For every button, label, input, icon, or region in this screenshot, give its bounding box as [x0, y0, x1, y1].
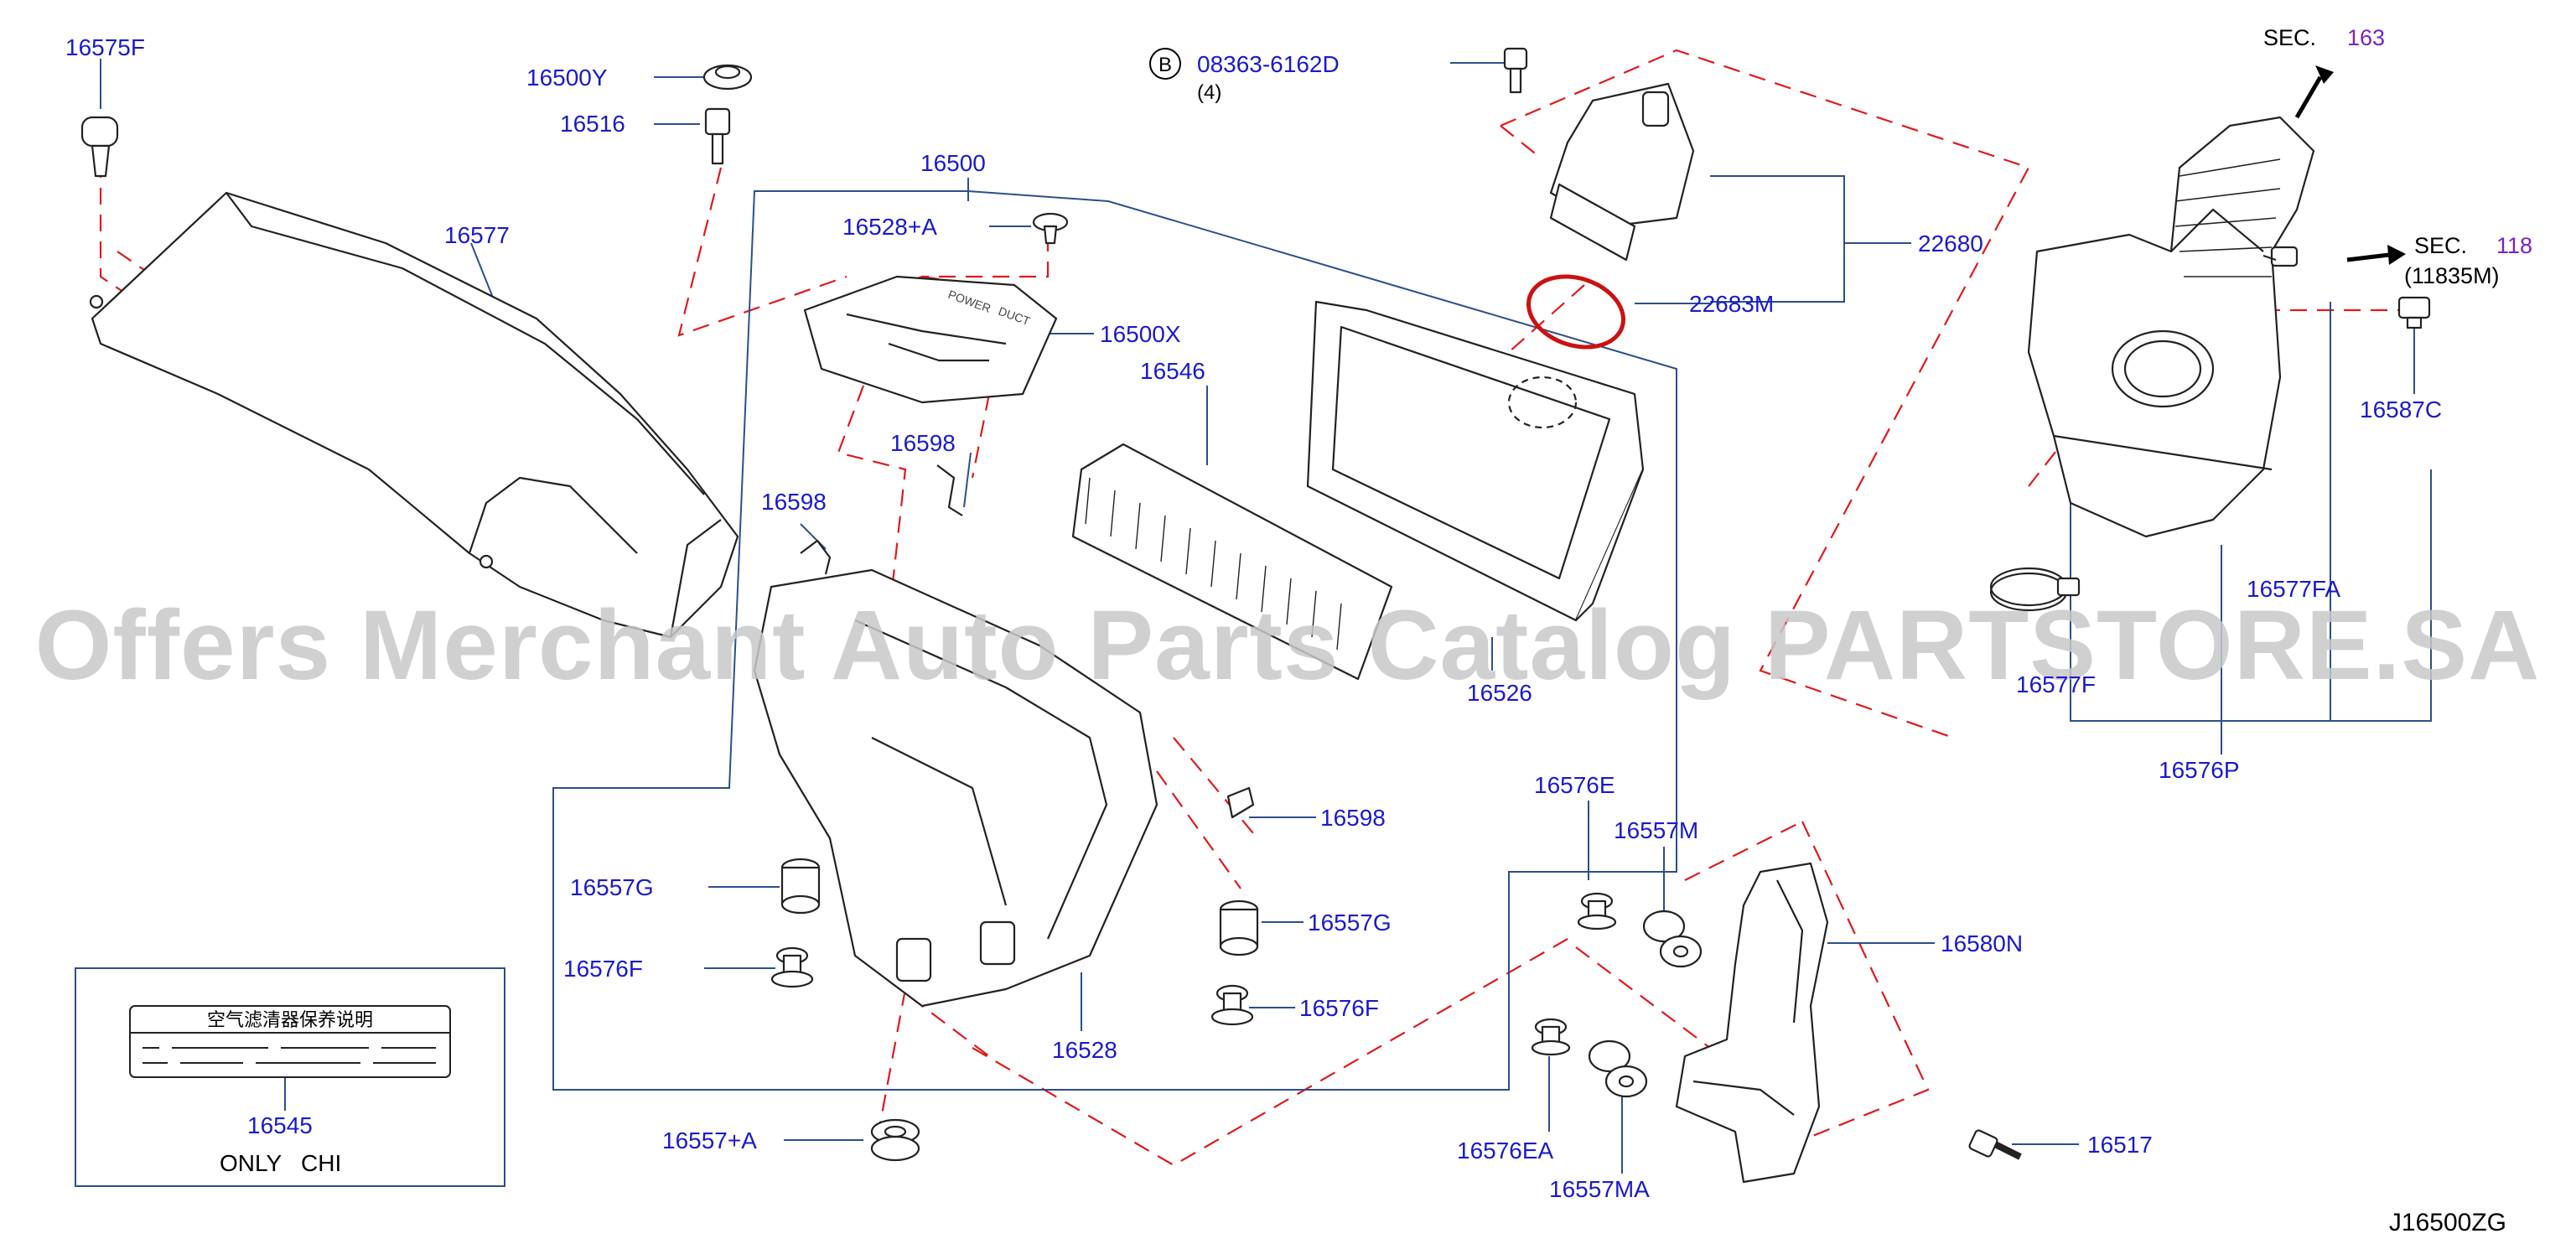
label-16557A: 16557+A	[662, 1127, 757, 1153]
svg-text:118: 118	[2496, 233, 2532, 258]
watermark: Offers Merchant Auto Parts Catalog PARTS…	[35, 590, 2541, 701]
label-16546: 16546	[1140, 358, 1205, 384]
clamp-16577FA	[2262, 246, 2299, 267]
label-16545: 16545	[247, 1112, 313, 1138]
label-16577: 16577	[444, 222, 510, 248]
bolt-16517	[1968, 1129, 2022, 1160]
bolt-08363	[1503, 47, 1528, 94]
label-16575F: 16575F	[65, 34, 145, 60]
oring-22683M	[1526, 274, 1626, 350]
label-22680: 22680	[1918, 231, 1983, 257]
circle-b-letter: B	[1158, 54, 1172, 76]
snorkel-duct-16577	[89, 191, 739, 639]
label-16500: 16500	[920, 150, 986, 176]
grommet-16500Y	[702, 64, 753, 91]
svg-text:SEC.: SEC.	[2263, 25, 2316, 50]
label-16557M: 16557M	[1614, 817, 1698, 843]
connector-16587C	[2397, 296, 2431, 329]
sec-ref-163[interactable]: SEC. 163	[2263, 25, 2385, 50]
label-16587C: 16587C	[2360, 397, 2442, 422]
lower-housing-16528	[753, 568, 1158, 1008]
collar-16576F-right	[1210, 984, 1254, 1026]
label-16528A: 16528+A	[842, 214, 937, 240]
filter-16546	[1071, 443, 1393, 681]
frame-16500	[552, 190, 1677, 1091]
grommet-16557M	[1642, 910, 1703, 968]
label-16577FA: 16577FA	[2247, 576, 2340, 602]
label-16598-c: 16598	[1320, 805, 1386, 831]
bolt-note: B 08363-6162D (4)	[1149, 48, 1340, 104]
label-16576P: 16576P	[2159, 757, 2240, 783]
label-16580N: 16580N	[1941, 930, 2023, 956]
grommet-16557A	[870, 1118, 920, 1162]
inlet-tube-16576P	[2027, 116, 2315, 538]
label-box-16545: 空气滤清器保养说明 16545 ONLY CHI	[75, 967, 505, 1187]
svg-text:163: 163	[2347, 25, 2385, 50]
label-16598-a: 16598	[890, 430, 956, 456]
sec-ref-118[interactable]: SEC. 118 (11835M)	[2404, 233, 2532, 288]
collar-16576E	[1577, 892, 1617, 930]
label-16576E: 16576E	[1534, 772, 1615, 798]
label-note: ONLY CHI	[220, 1150, 341, 1176]
grommet-16557MA	[1588, 1039, 1648, 1098]
bolt-quantity: (4)	[1197, 81, 1221, 104]
label-16528: 16528	[1052, 1037, 1117, 1063]
collar-16576EA	[1531, 1018, 1571, 1056]
grommet-16557G-right	[1219, 899, 1259, 956]
svg-text:(11835M): (11835M)	[2404, 263, 2500, 288]
bolt-part-number: 08363-6162D	[1197, 51, 1340, 77]
label-16576EA: 16576EA	[1457, 1138, 1554, 1164]
label-16557G-right: 16557G	[1308, 910, 1392, 936]
sec-arrows	[2294, 65, 2406, 265]
bolt-16516	[704, 107, 731, 165]
circle-b-marker	[1149, 48, 1181, 80]
part-labels: 16575F 16500Y 16516 16500 16577 16528+A …	[65, 34, 2442, 1202]
svg-text:SEC.: SEC.	[2414, 233, 2467, 258]
label-16577F: 16577F	[2016, 671, 2096, 697]
bracket-16580N	[1675, 862, 1829, 1184]
label-16576F-right: 16576F	[1299, 995, 1379, 1021]
sticker-text: 空气滤清器保养说明	[207, 1009, 373, 1030]
bracket-16598-c	[1226, 786, 1255, 819]
clip-16528A	[1032, 212, 1069, 245]
part-drawings: POWER DUCT	[80, 47, 2431, 1184]
label-16557MA: 16557MA	[1549, 1176, 1650, 1202]
bracket-16598-a	[936, 464, 963, 516]
label-16598-b: 16598	[761, 489, 827, 515]
caution-sticker	[129, 1005, 451, 1078]
label-16500Y: 16500Y	[526, 65, 608, 91]
label-16557G-left: 16557G	[570, 874, 654, 900]
label-16526: 16526	[1467, 680, 1532, 706]
grommet-16557G-left	[780, 858, 821, 915]
label-16516: 16516	[560, 111, 625, 137]
maf-sensor-22680	[1549, 82, 1695, 262]
label-16517: 16517	[2087, 1132, 2153, 1158]
frame-22680	[1710, 175, 1845, 303]
cover-16500X: POWER DUCT	[803, 275, 1058, 404]
collar-16576F-left	[770, 946, 814, 988]
upper-housing-16526	[1306, 300, 1645, 622]
label-22683M: 22683M	[1689, 291, 1774, 317]
clamp-16577F	[1989, 567, 2081, 612]
diagram-code: J16500ZG	[2389, 1209, 2506, 1236]
label-16576F-left: 16576F	[563, 956, 643, 982]
clip-16575F	[80, 116, 119, 178]
label-16500X: 16500X	[1100, 321, 1181, 347]
bracket-16598-b	[800, 539, 832, 575]
frame-lines	[552, 175, 2432, 1091]
